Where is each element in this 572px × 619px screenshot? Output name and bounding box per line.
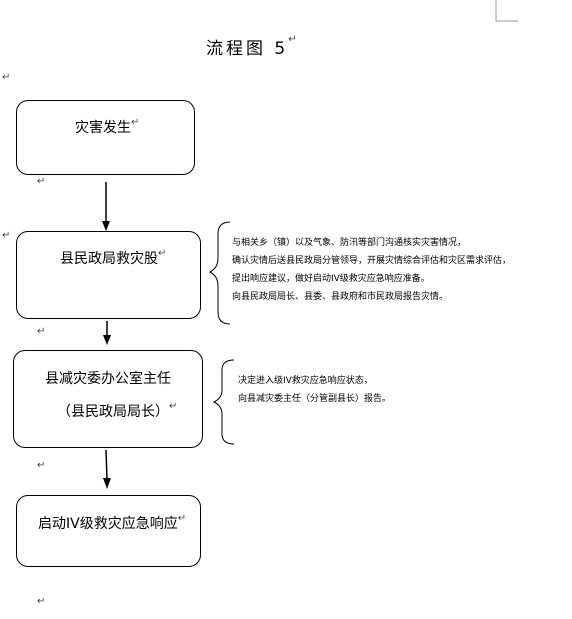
return-mark: ↵	[37, 176, 46, 187]
process-box-disaster-occurs: 灾害发生↵	[16, 100, 195, 175]
arrow-2	[103, 321, 111, 345]
note-line: 决定进入级IV救灾应急响应状态，	[238, 376, 373, 386]
return-mark: ↵	[2, 230, 11, 241]
return-mark: ↵	[37, 326, 46, 337]
return-mark: ↵	[37, 460, 46, 471]
return-mark: ↵	[2, 72, 11, 83]
return-mark: ↵	[131, 117, 140, 128]
process-box-office-director: 县减灾委办公室主任 （县民政局局长）↵	[13, 350, 203, 448]
arrow-3	[103, 449, 111, 489]
note-group-relief-section: 与相关乡（镇）以及气象、防汛等部门沟通核实灾害情况， 确认灾情后送县民政局分管领…	[232, 234, 511, 306]
return-mark: ↵	[37, 596, 46, 607]
box-label-line2: （县民政局局长）	[57, 404, 169, 420]
note-line: 向县减灾委主任（分管副县长）报告。	[238, 394, 392, 404]
return-mark: ↵	[169, 401, 178, 412]
return-mark: ↵	[158, 248, 167, 259]
box-label: 灾害发生	[75, 120, 131, 136]
process-box-start-response: 启动IV级救灾应急响应↵	[16, 495, 201, 567]
note-line: 确认灾情后送县民政局分管领导，开展灾情综合评估和灾区需求评估，	[232, 256, 512, 266]
brace-1	[208, 221, 231, 325]
brace-2	[212, 359, 235, 445]
note-line: 与相关乡（镇）以及气象、防汛等部门沟通核实灾害情况，	[232, 238, 467, 248]
page-title: 流程图 5↵	[206, 34, 300, 59]
note-line: 向县民政局局长、县委、县政府和市民政局报告灾情。	[232, 292, 449, 302]
process-box-relief-section: 县民政局救灾股↵	[16, 231, 201, 319]
return-mark: ↵	[288, 34, 300, 45]
return-mark: ↵	[177, 513, 187, 524]
box-label-line1: 县减灾委办公室主任	[45, 371, 171, 387]
box-label: 启动IV级救灾应急响应	[38, 516, 178, 532]
page-corner-mark	[495, 0, 518, 22]
box-label: 县民政局救灾股	[60, 251, 158, 267]
note-line: 提出响应建议，做好启动IV级救灾应急响应准备。	[232, 274, 430, 284]
arrow-1	[102, 182, 110, 231]
note-group-office-director: 决定进入级IV救灾应急响应状态， 向县减灾委主任（分管副县长）报告。	[238, 372, 391, 408]
